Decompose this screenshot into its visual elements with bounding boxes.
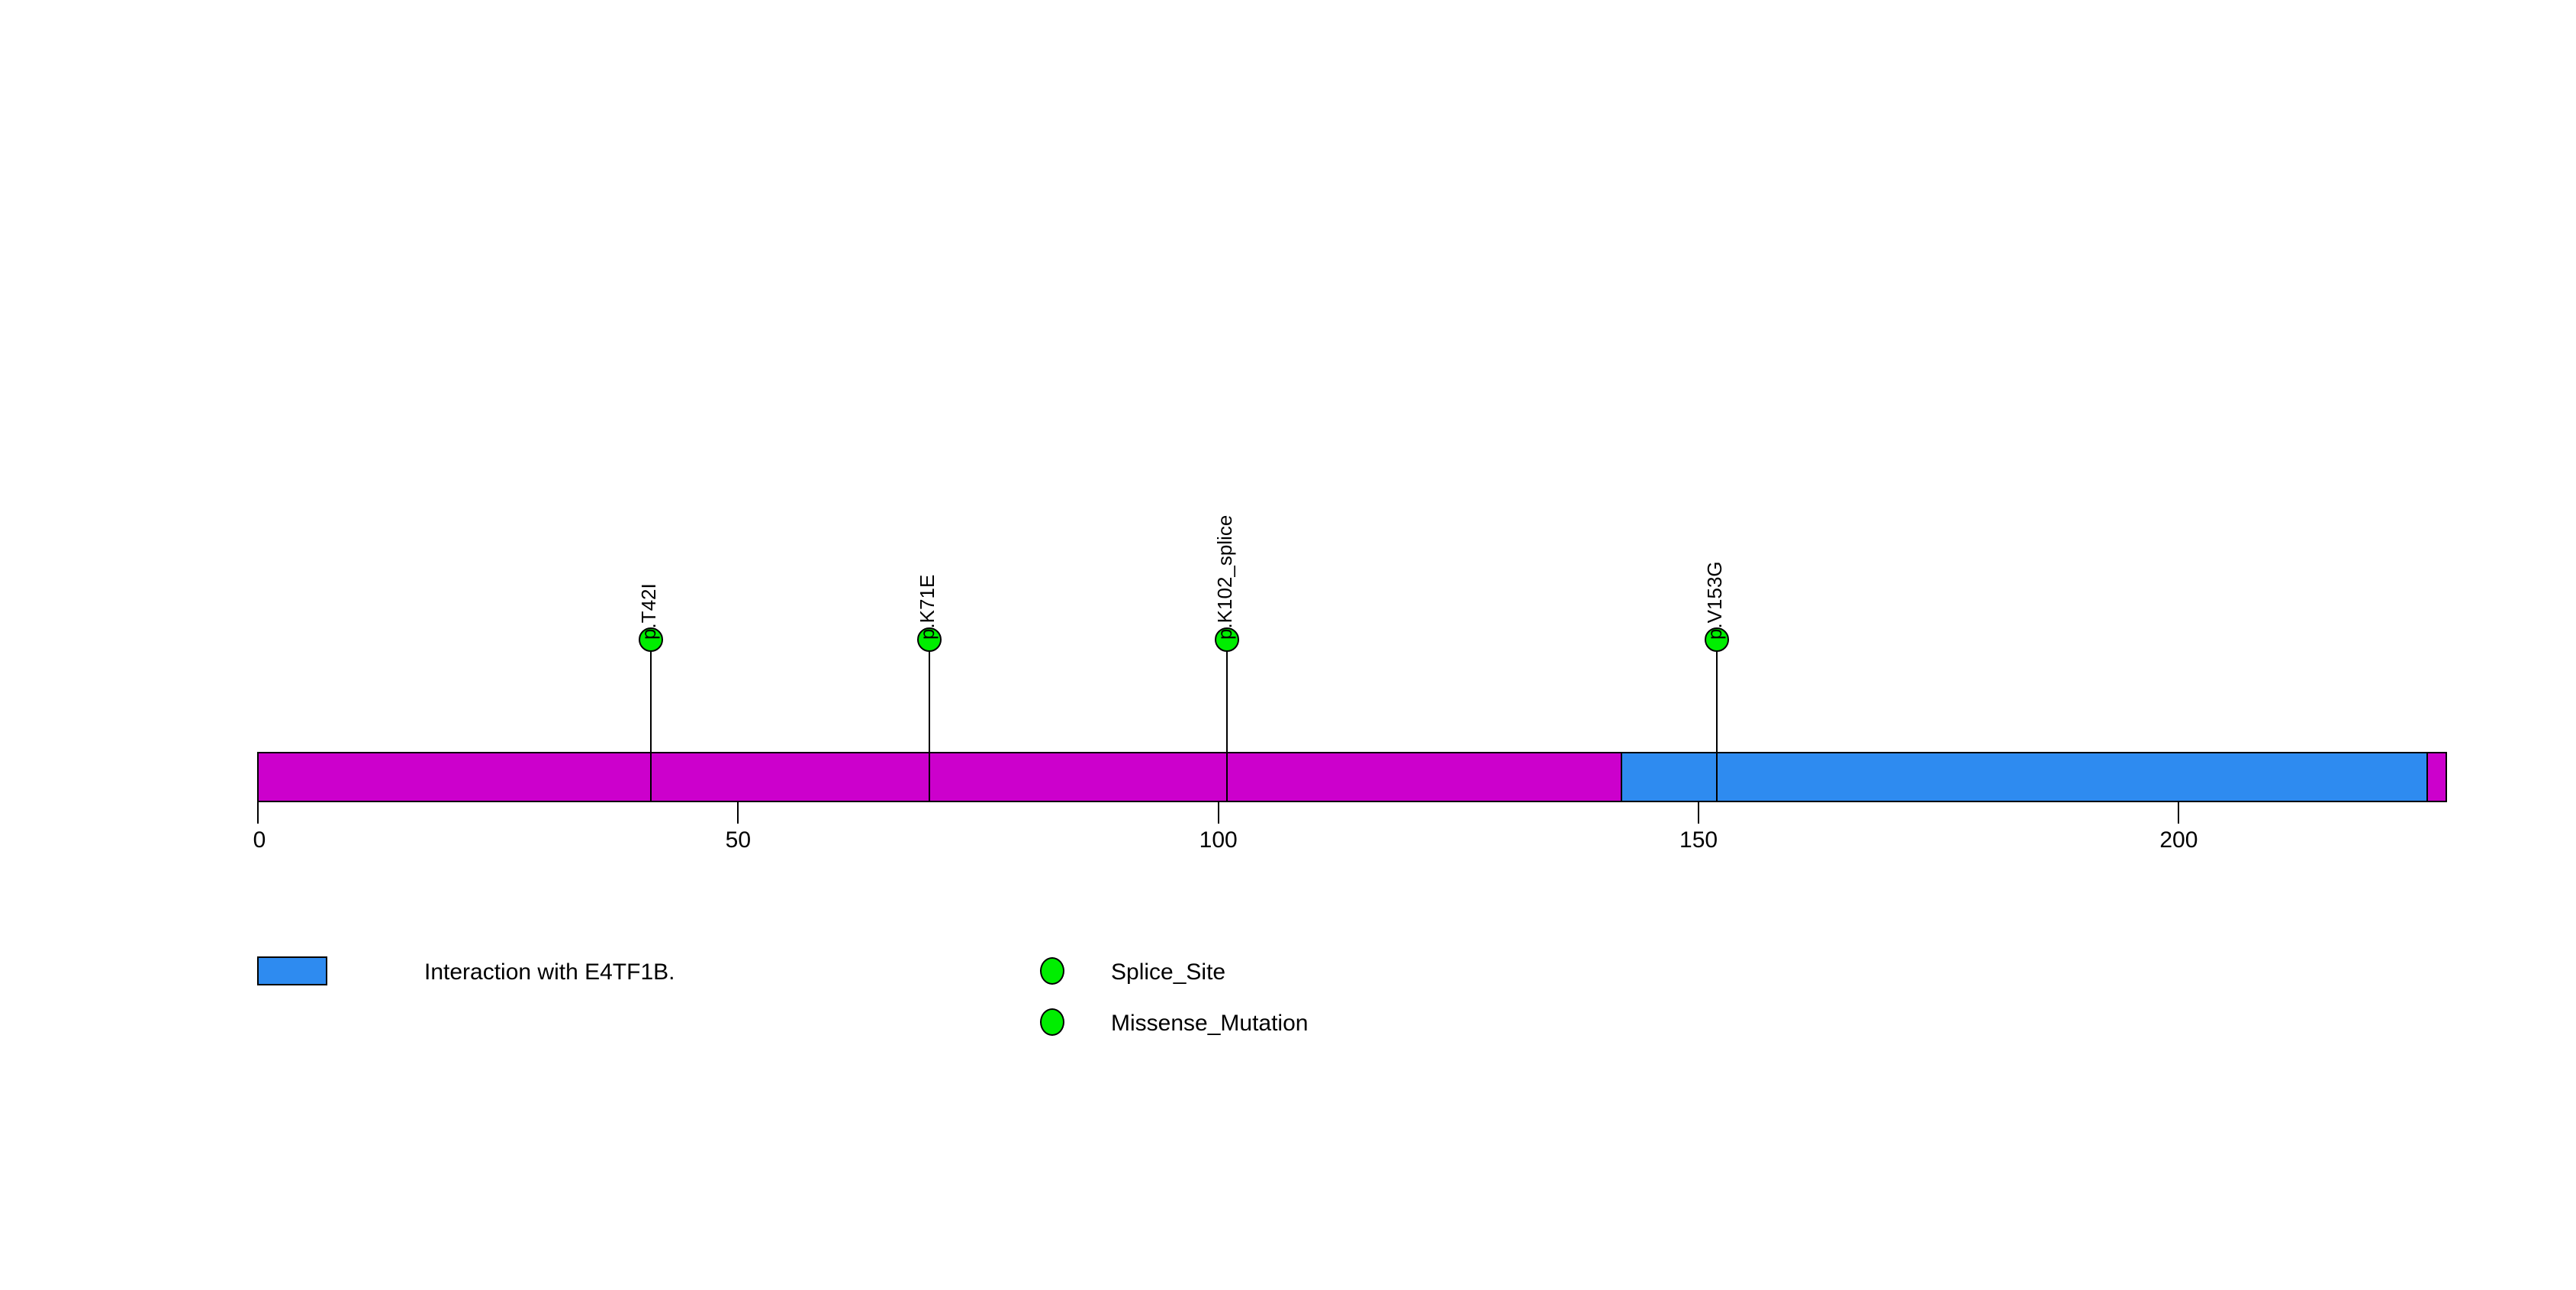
axis-tick-label: 50 xyxy=(725,827,752,853)
legend-mutation-label: Missense_Mutation xyxy=(1111,1011,1309,1036)
lollipop-label: p.K71E xyxy=(916,574,939,640)
lollipop-head-splice_site[interactable] xyxy=(1215,627,1240,652)
legend-domain-label: Interaction with E4TF1B. xyxy=(424,959,675,985)
lollipop-head-missense_mutation[interactable] xyxy=(1705,627,1730,652)
legend-mutation-swatch xyxy=(1040,957,1064,985)
axis-tick-label: 0 xyxy=(253,827,266,853)
lollipop-label: p.V153G xyxy=(1703,561,1727,640)
legend-domain-swatch xyxy=(257,956,327,985)
lollipop-label: p.K102_splice xyxy=(1213,514,1237,640)
legend-mutation-swatch xyxy=(1040,1008,1064,1036)
lollipop-stem xyxy=(1716,640,1718,802)
axis-tick xyxy=(2178,802,2180,824)
legend-mutation-label: Splice_Site xyxy=(1111,959,1226,985)
lollipop-label: p.T42I xyxy=(637,583,661,640)
lollipop-stem xyxy=(650,640,652,802)
protein-domain[interactable] xyxy=(1621,753,2428,801)
lollipop-stem xyxy=(1226,640,1228,802)
axis-tick-label: 100 xyxy=(1199,827,1238,853)
lollipop-head-missense_mutation[interactable] xyxy=(639,627,664,652)
lollipop-stem xyxy=(929,640,931,802)
axis-tick xyxy=(1698,802,1700,824)
axis-tick-label: 200 xyxy=(2159,827,2198,853)
axis-tick xyxy=(1217,802,1219,824)
axis-tick-label: 150 xyxy=(1679,827,1718,853)
axis-tick xyxy=(737,802,739,824)
lollipop-head-missense_mutation[interactable] xyxy=(917,627,942,652)
axis-tick xyxy=(257,802,259,824)
protein-backbone xyxy=(257,752,2447,802)
